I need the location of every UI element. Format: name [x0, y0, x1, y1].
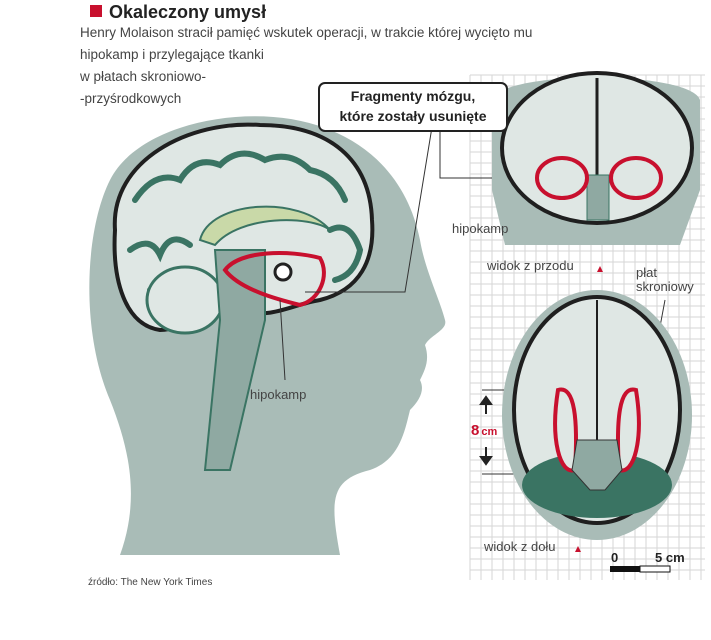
source-note: źródło: The New York Times [88, 577, 213, 588]
scale-zero: 0 [611, 550, 619, 565]
label-temporal-lobe: płat skroniowy [636, 266, 694, 294]
size-unit: cm [481, 426, 498, 438]
label-hipokamp-side: hipokamp [250, 387, 307, 402]
label-front-view: widok z przodu [487, 258, 574, 273]
arrow-up-icon [597, 266, 603, 272]
front-view-brain [492, 71, 700, 245]
label-hipokamp-front: hipokamp [452, 221, 509, 236]
lead-line-2: hipokamp i przylegające tkanki [80, 47, 264, 62]
title-text: Okaleczony umysł [109, 2, 267, 22]
red-square-icon [90, 5, 102, 17]
arrow-up-icon [575, 546, 581, 552]
brain-gyri [127, 150, 364, 303]
removed-region-outline [222, 251, 326, 308]
hipokamp-marker [273, 262, 293, 282]
scale-bar [610, 565, 671, 573]
cerebellum [145, 265, 225, 335]
label-temporal-lobe-2: skroniowy [636, 279, 694, 294]
label-bottom-view: widok z dołu [484, 539, 556, 554]
corpus-callosum [198, 205, 331, 247]
lead-line-3: w płatach skroniowo- [80, 69, 207, 84]
callout-line-1: Fragmenty mózgu, [350, 88, 476, 104]
scale-five: 5 cm [655, 550, 685, 565]
brainstem [203, 249, 266, 471]
size-value: 8 [471, 422, 480, 439]
callout-line-2: które zostały usunięte [339, 108, 487, 124]
size-arrows [479, 395, 493, 466]
title: Okaleczony umysł [90, 2, 266, 23]
label-temporal-lobe-1: płat [636, 265, 657, 280]
bottom-view-brain [502, 290, 692, 540]
lead-line-1: Henry Molaison stracił pamięć wskutek op… [80, 25, 533, 40]
callout-box: Fragmenty mózgu, które zostały usunięte [318, 82, 508, 132]
lead-line-4: -przyśrodkowych [80, 91, 182, 106]
